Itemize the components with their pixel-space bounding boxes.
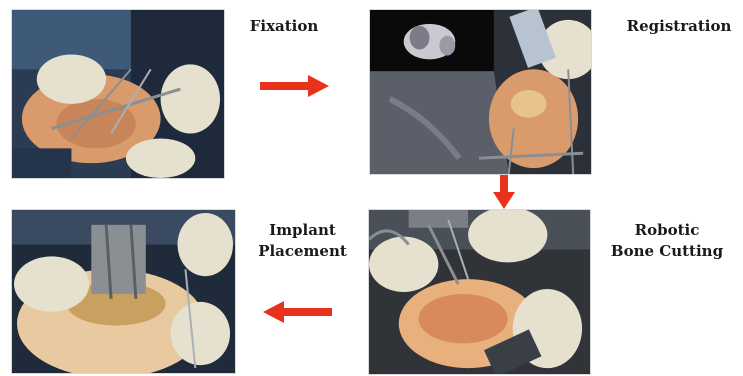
red-arrow-icon — [492, 174, 516, 210]
robotic-bone-cutting-label-line-1: Robotic — [592, 220, 742, 241]
implant-placement-photo — [11, 209, 236, 374]
implant-placement-label: Implant Placement — [240, 220, 365, 262]
robotic-bone-cutting-label: Robotic Bone Cutting — [592, 220, 742, 262]
fixation-label-line-1: Fixation — [226, 16, 342, 37]
robotic-bone-cutting-label-line-2: Bone Cutting — [592, 241, 742, 262]
red-arrow-icon — [258, 74, 330, 98]
registration-label: Registration — [618, 16, 740, 37]
fixation-label: Fixation — [226, 16, 342, 37]
robotic-bone-cutting-photo — [368, 209, 591, 375]
red-arrow-icon — [262, 300, 334, 324]
registration-photo — [369, 9, 592, 175]
fixation-photo — [11, 9, 225, 179]
implant-placement-label-line-1: Implant — [240, 220, 365, 241]
implant-placement-label-line-2: Placement — [240, 241, 365, 262]
registration-label-line-1: Registration — [618, 16, 740, 37]
